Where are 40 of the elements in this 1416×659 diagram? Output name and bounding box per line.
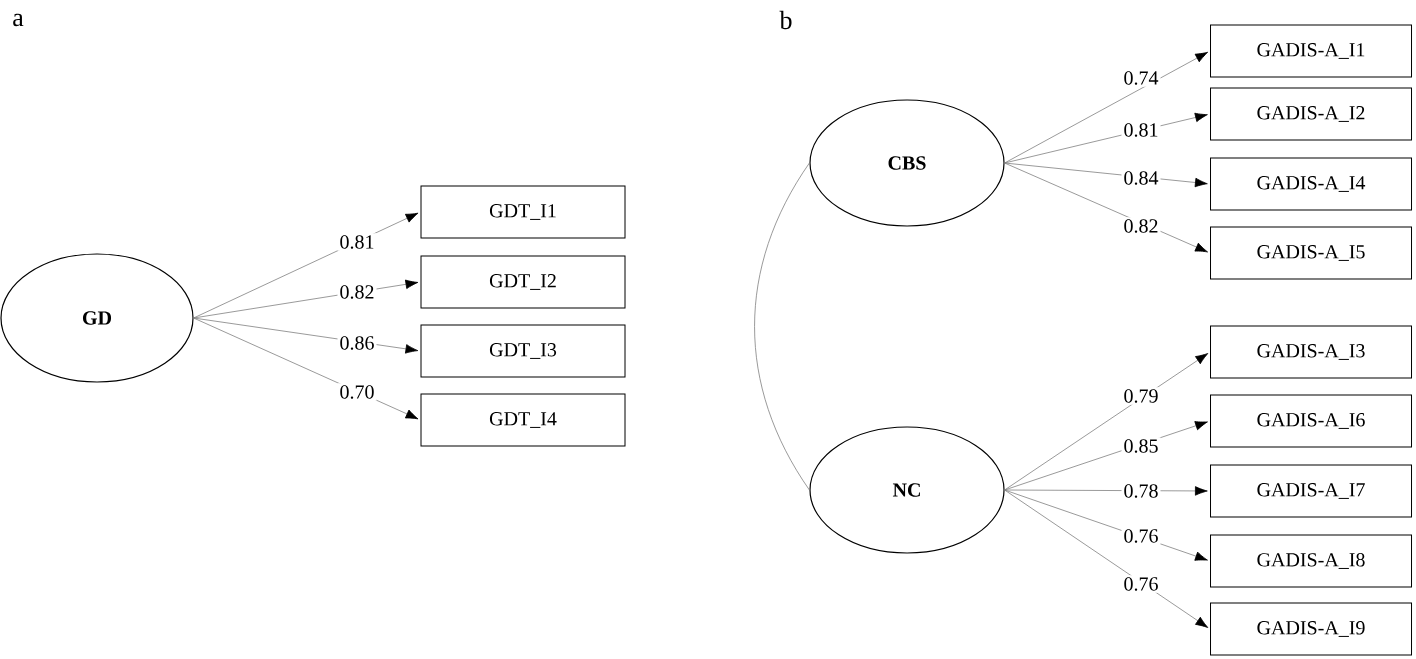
loading-arrow — [1004, 421, 1208, 491]
indicator-box: GADIS-A_I6 — [1210, 394, 1412, 448]
indicator-box: GADIS-A_I3 — [1210, 325, 1412, 379]
indicator-box: GADIS-A_I7 — [1210, 464, 1412, 518]
edge-label: 0.81 — [1121, 121, 1161, 139]
edge-label: 0.81 — [337, 233, 377, 251]
panel-letter: a — [13, 13, 24, 27]
loading-arrow — [193, 279, 419, 319]
edge-label: 0.70 — [337, 383, 377, 401]
loading-arrow — [1004, 353, 1209, 491]
correlation-arc — [754, 162, 810, 491]
edge-label: 0.86 — [337, 334, 377, 352]
loading-arrow — [1004, 51, 1208, 164]
edge-label: 0.76 — [1121, 527, 1161, 545]
indicator-box: GADIS-A_I2 — [1210, 87, 1412, 141]
indicator-box: GDT_I1 — [420, 185, 626, 239]
indicator-box: GADIS-A_I4 — [1210, 157, 1412, 211]
indicator-box: GDT_I4 — [420, 393, 626, 447]
loading-arrow — [1004, 489, 1209, 628]
edge-label: 0.74 — [1121, 69, 1161, 87]
edge-label: 0.82 — [1121, 217, 1161, 235]
loading-arrow — [1004, 162, 1208, 253]
indicator-box: GADIS-A_I9 — [1210, 602, 1412, 656]
loading-arrow — [193, 212, 419, 319]
edge-label: 0.76 — [1121, 575, 1161, 593]
indicator-box: GADIS-A_I5 — [1210, 226, 1412, 280]
loading-arrow — [193, 317, 419, 354]
panel-letter: b — [779, 10, 792, 30]
loading-arrow — [193, 317, 419, 420]
edge-label: 0.79 — [1121, 387, 1161, 405]
indicator-box: GADIS-A_I1 — [1210, 24, 1412, 78]
edge-label: 0.84 — [1121, 169, 1161, 187]
edge-label: 0.82 — [337, 283, 377, 301]
indicator-box: GDT_I3 — [420, 324, 626, 378]
indicator-box: GDT_I2 — [420, 255, 626, 309]
edge-label: 0.85 — [1121, 437, 1161, 455]
edge-label: 0.78 — [1121, 482, 1161, 500]
indicator-box: GADIS-A_I8 — [1210, 534, 1412, 588]
loading-arrow — [1004, 162, 1208, 188]
loading-arrow — [1004, 489, 1208, 561]
